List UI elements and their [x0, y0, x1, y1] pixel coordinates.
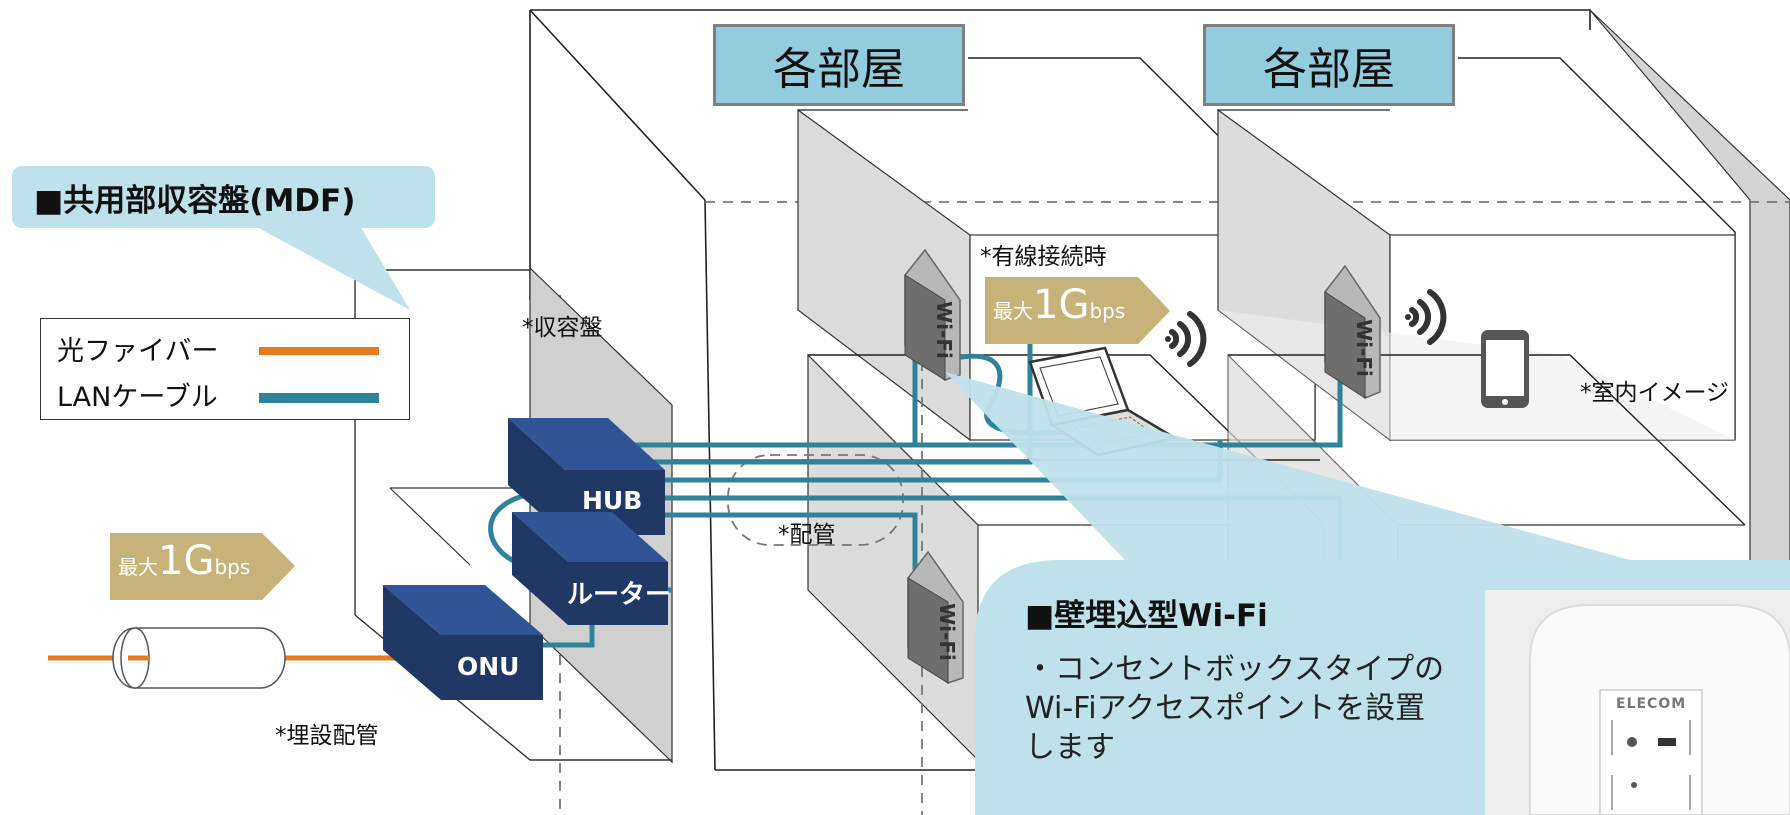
- wall-ap-upper-right: [1324, 264, 1381, 399]
- product-brand-logo: ELECOM: [1616, 696, 1687, 712]
- onu-label: ONU: [457, 652, 520, 681]
- ap-tag-upper-right: Wi-Fi: [1351, 319, 1376, 377]
- speed-prefix: 最大: [993, 299, 1033, 323]
- ap-tag-upper-left: Wi-Fi: [931, 301, 956, 359]
- label-wired: *有線接続時: [980, 244, 1107, 270]
- hub-label: HUB: [582, 486, 643, 515]
- onu-box: [383, 585, 543, 700]
- wall-ap-upper-left: [904, 248, 961, 381]
- label-conduit: *配管: [778, 522, 836, 548]
- room-title-left: 各部屋: [713, 24, 965, 106]
- speed-prefix: 最大: [118, 555, 158, 579]
- ap-tag-lower-left: Wi-Fi: [934, 603, 959, 661]
- speed-unit: bps: [214, 555, 251, 579]
- mdf-title: ■共用部収容盤(MDF): [34, 182, 356, 219]
- wifi-panel-title: ■壁埋込型Wi-Fi: [1025, 598, 1268, 634]
- room-title-right: 各部屋: [1203, 24, 1455, 106]
- legend: 光ファイバー LANケーブル: [40, 318, 410, 420]
- legend-label-lan: LANケーブル: [57, 382, 218, 413]
- wifi-waves-laptop: [1165, 311, 1207, 367]
- wifi-panel-description: ・コンセントボックスタイプのWi-Fiアクセスポイントを設置します: [1025, 652, 1445, 765]
- speed-tag-wired: 最大1Gbps: [993, 282, 1125, 328]
- speed-value: 1G: [1033, 282, 1090, 328]
- mdf-callout-pointer: [255, 226, 410, 310]
- speed-tag-outdoor: 最大1Gbps: [118, 538, 250, 584]
- legend-swatch-lan: [259, 393, 379, 403]
- label-buried: *埋設配管: [275, 723, 379, 749]
- mdf-callout: ■共用部収容盤(MDF): [12, 166, 435, 228]
- label-indoor: *室内イメージ: [1580, 380, 1730, 406]
- router-box: [512, 512, 672, 625]
- speed-tag-outdoor-shape: [110, 533, 295, 600]
- speed-value: 1G: [158, 538, 215, 584]
- legend-swatch-fiber: [259, 347, 379, 355]
- wall-ap-lower-left: [907, 550, 964, 684]
- smartphone-icon: [1481, 330, 1529, 408]
- wifi-waves-phone: [1405, 289, 1447, 345]
- speed-unit: bps: [1089, 299, 1126, 323]
- fiber-cable: [48, 627, 405, 689]
- router-label: ルーター: [567, 580, 672, 610]
- legend-label-fiber: 光ファイバー: [57, 336, 219, 367]
- label-enclosure: *収容盤: [522, 315, 603, 341]
- product-photo: [1485, 590, 1790, 815]
- speed-tag-wired-shape: [985, 277, 1170, 344]
